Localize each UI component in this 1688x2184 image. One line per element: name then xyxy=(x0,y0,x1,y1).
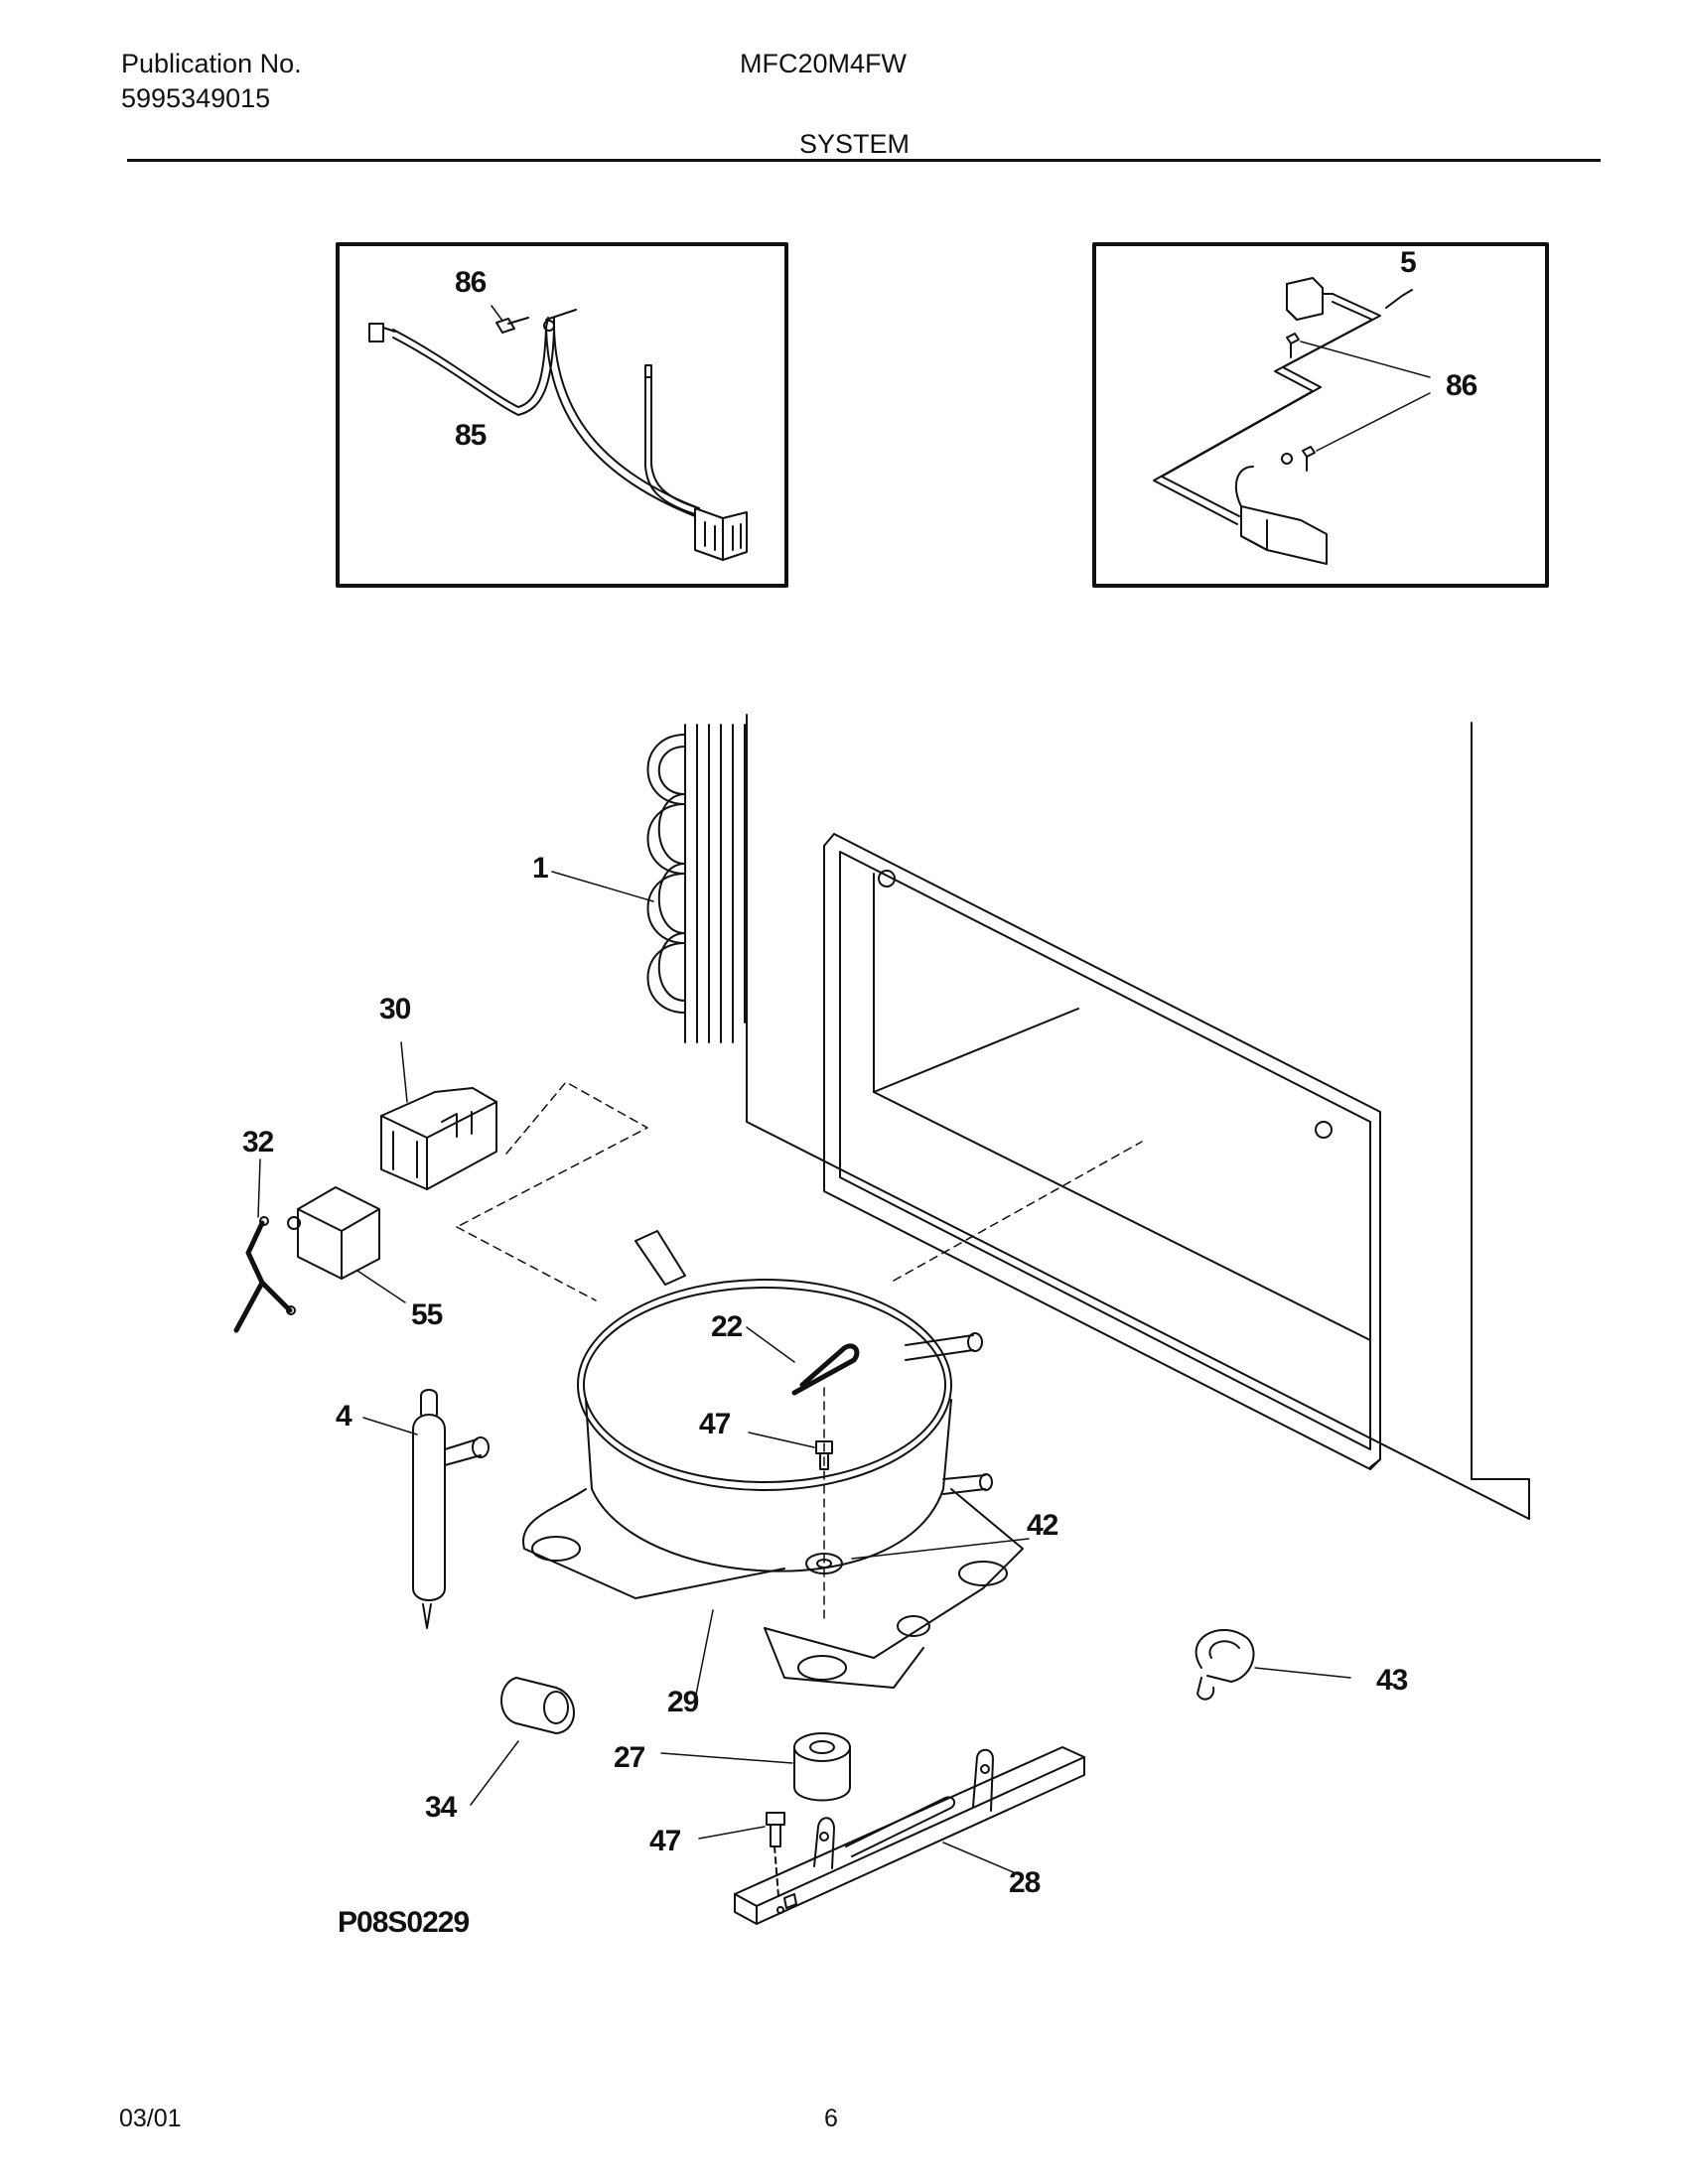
diagram-code: P08S0229 xyxy=(338,1906,469,1939)
callout-5: 5 xyxy=(1400,246,1416,279)
bolt-lower xyxy=(698,1812,785,1897)
callout-29: 29 xyxy=(667,1686,699,1718)
callout-32: 32 xyxy=(242,1126,274,1159)
callout-22: 22 xyxy=(711,1310,743,1343)
power-cord xyxy=(233,1159,296,1333)
cabinet-outline xyxy=(746,714,1530,1520)
compressor xyxy=(521,1230,1030,1701)
page-number: 6 xyxy=(824,2105,838,2132)
callout-47b: 47 xyxy=(649,1825,681,1857)
publication-label: Publication No. xyxy=(121,49,302,78)
publication-number: 5995349015 xyxy=(121,83,271,113)
callout-4: 4 xyxy=(336,1400,352,1433)
inset-harness-5 xyxy=(1092,242,1549,588)
model-number: MFC20M4FW xyxy=(740,49,907,78)
isolator xyxy=(660,1732,851,1802)
callout-28: 28 xyxy=(1009,1866,1041,1899)
grommet xyxy=(470,1677,575,1806)
callout-27: 27 xyxy=(614,1741,645,1774)
condenser-coil xyxy=(551,724,746,1043)
callout-47a: 47 xyxy=(699,1408,731,1440)
callout-55: 55 xyxy=(411,1298,443,1331)
projection-lines xyxy=(456,1081,1143,1619)
drier xyxy=(362,1389,490,1629)
callout-42: 42 xyxy=(1027,1509,1058,1542)
callout-85: 85 xyxy=(455,419,487,452)
callout-1: 1 xyxy=(532,852,548,885)
section-title: SYSTEM xyxy=(799,129,911,159)
relay-and-overload xyxy=(287,1041,497,1303)
callout-86a: 86 xyxy=(455,266,487,299)
header-rule xyxy=(127,159,1601,162)
callout-86b: 86 xyxy=(1446,369,1477,402)
callout-34: 34 xyxy=(425,1791,458,1824)
mounting-rail xyxy=(734,1746,1085,1925)
inset-harness-85 xyxy=(336,242,788,588)
callout-43: 43 xyxy=(1376,1664,1408,1697)
callout-30: 30 xyxy=(379,993,411,1025)
clamp xyxy=(1195,1628,1351,1701)
footer-date: 03/01 xyxy=(119,2105,182,2132)
